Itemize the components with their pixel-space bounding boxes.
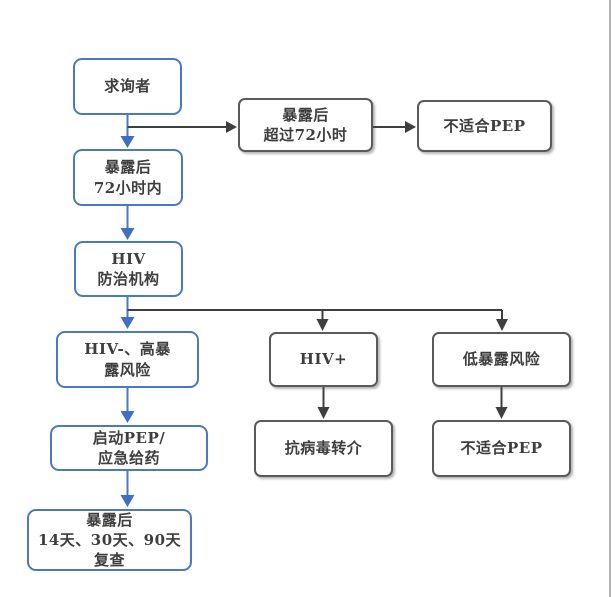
node-hiv-org: HIV 防治机构: [74, 241, 183, 297]
node-hiv-pos: HIV+: [269, 332, 378, 387]
arrow-within72h-to-hivorg: [120, 206, 135, 240]
node-pep-unsuitable-bottom: 不适合PEP: [432, 420, 571, 477]
arrow-seeker-to-over72h: [127, 121, 237, 133]
node-pep-unsuitable-top: 不适合PEP: [417, 100, 552, 152]
node-low-risk: 低暴露风险: [432, 332, 571, 387]
node-over72h: 暴露后 超过72小时: [238, 98, 373, 152]
node-antiviral-referral: 抗病毒转介: [254, 420, 393, 477]
node-seeker: 求询者: [73, 58, 182, 115]
arrow-highrisk-to-startpep: [120, 388, 135, 423]
node-hiv-neg-high-risk: HIV-、高暴 露风险: [56, 331, 199, 388]
node-followup: 暴露后 14天、30天、90天 复查: [27, 509, 192, 571]
arrow-hivorg-to-highrisk: [120, 297, 135, 329]
arrow-seeker-to-within72h: [120, 115, 135, 148]
node-within72h: 暴露后 72小时内: [73, 149, 183, 206]
arrow-startpep-to-followup: [120, 471, 135, 507]
branch-hivorg-to-right-columns: [127, 309, 508, 331]
page-edge-line: [609, 0, 611, 597]
arrow-over72h-to-unsuitable: [373, 121, 416, 133]
node-start-pep: 启动PEP/ 应急给药: [50, 425, 208, 471]
arrow-lowrisk-to-unsuitable: [495, 387, 508, 419]
arrow-hivpos-to-referral: [317, 387, 330, 419]
